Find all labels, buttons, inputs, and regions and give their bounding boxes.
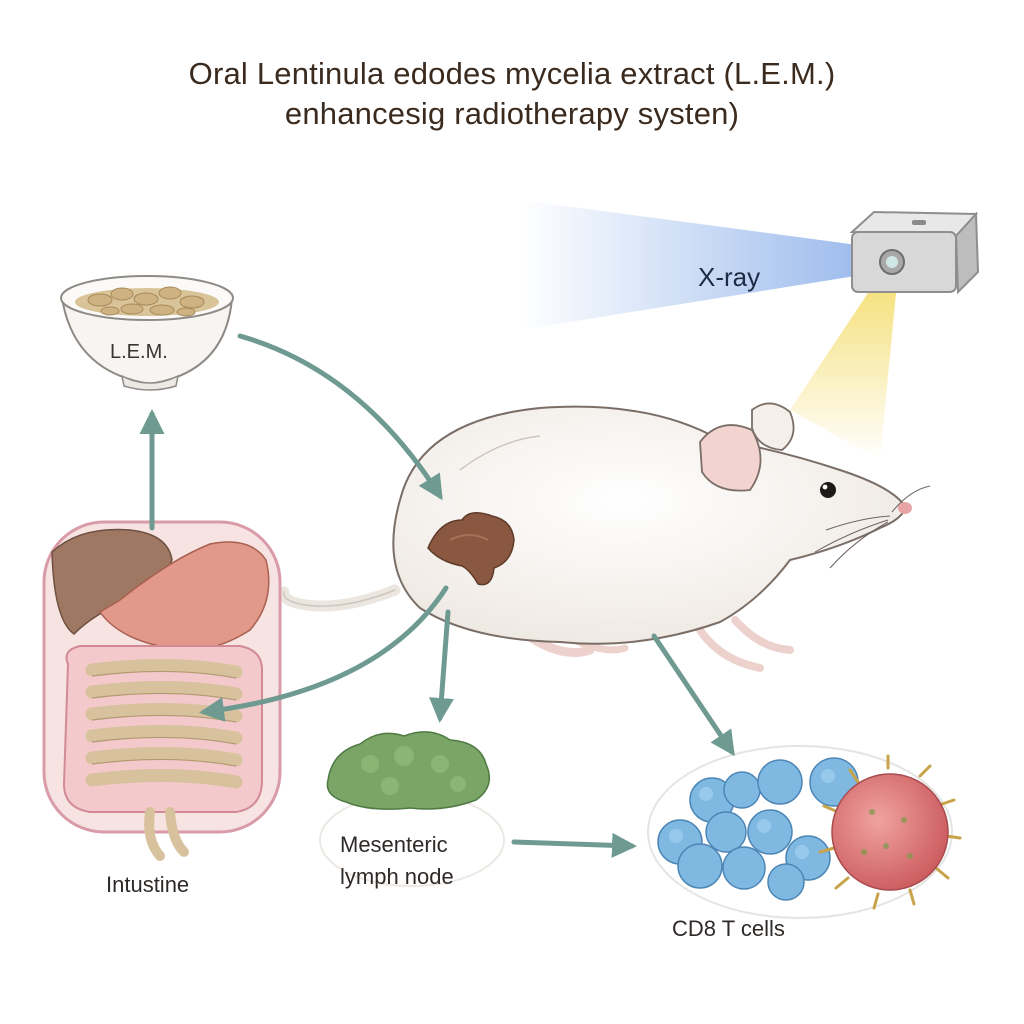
lymph-node-icon	[319, 731, 505, 887]
label-lymph-node-2: lymph node	[340, 864, 454, 889]
cd8-cluster	[647, 745, 962, 919]
label-lymph-node-1: Mesenteric	[340, 832, 448, 857]
light-beam	[790, 266, 898, 460]
arrows	[139, 333, 735, 858]
label-lem: L.E.M.	[110, 341, 168, 363]
arrow-mouse-to-cd8	[651, 633, 735, 757]
t-cell-icon	[657, 757, 859, 901]
label-cd8: CD8 T cells	[672, 916, 785, 941]
intestine-icon	[42, 520, 282, 861]
tumor-cell-icon	[818, 754, 962, 910]
arrow-bowl-to-tumor	[237, 333, 443, 501]
bowl-icon	[60, 275, 234, 391]
label-xray: X-ray	[698, 262, 761, 292]
arrow-tumor-to-intestine	[199, 585, 449, 722]
label-intestine: Intustine	[106, 872, 190, 897]
mouse-icon	[392, 402, 931, 672]
arrow-lymph-to-cd8	[511, 832, 637, 858]
title-line-1: Oral Lentinula edodes mycelia extract (L…	[188, 56, 836, 91]
title-line-2: enhancesig radiotherapy systen)	[284, 96, 740, 131]
xray-beam	[520, 200, 890, 330]
arrow-tumor-to-lymph	[429, 609, 454, 723]
xray-source-icon	[849, 210, 980, 295]
tumor-icon	[427, 512, 515, 586]
